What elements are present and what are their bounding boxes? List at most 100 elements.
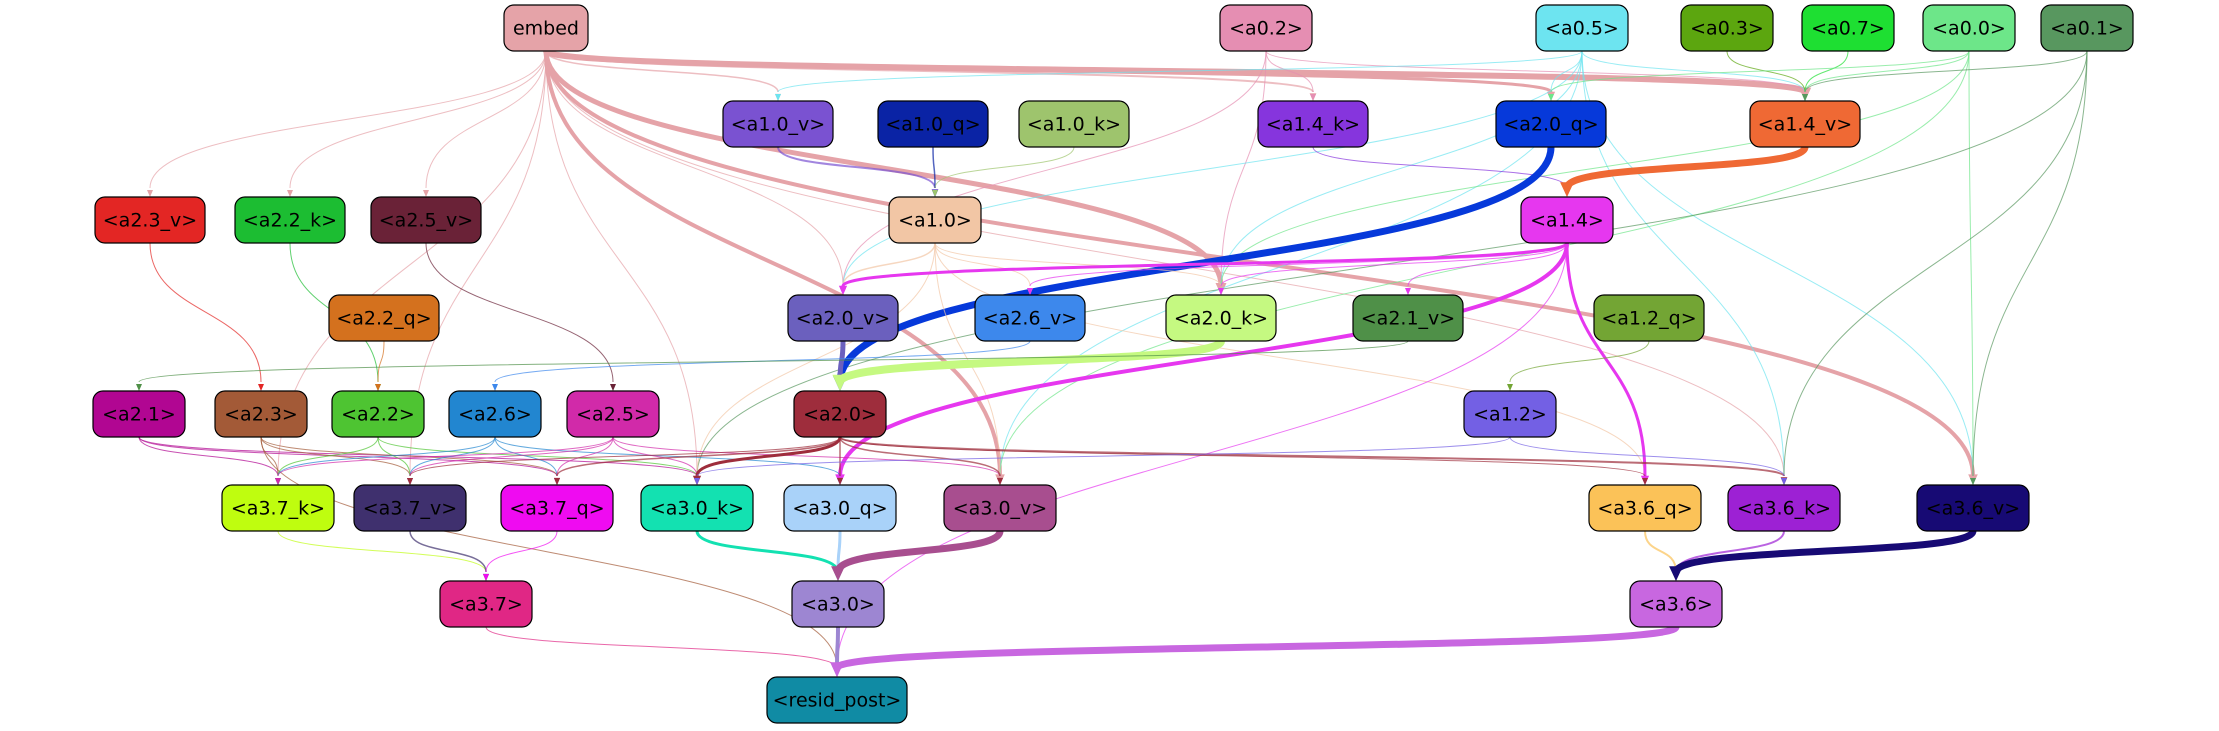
node-label: <a1.2> — [1473, 404, 1547, 426]
edge-a0-5-to-a2-0-v — [842, 50, 1583, 287]
node-a2-2-q[interactable]: <a2.2_q> — [328, 294, 440, 342]
node-a3-0-k[interactable]: <a3.0_k> — [640, 484, 754, 532]
arrowhead — [775, 94, 781, 101]
node-label: <a0.2> — [1229, 18, 1303, 40]
node-box — [787, 294, 899, 342]
node-box — [1801, 4, 1895, 52]
arrowhead — [1548, 94, 1554, 101]
node-a1-0-v[interactable]: <a1.0_v> — [722, 100, 834, 148]
arrowhead — [1027, 288, 1033, 295]
node-box — [448, 390, 542, 438]
edge-a2-5-to-a3-7-v — [409, 436, 614, 477]
node-a2-1-v[interactable]: <a2.1_v> — [1352, 294, 1464, 342]
arrowhead — [275, 478, 281, 485]
node-label: <a3.7_q> — [509, 498, 604, 520]
node-a2-5-v[interactable]: <a2.5_v> — [370, 196, 482, 244]
node-label: <a0.5> — [1545, 18, 1619, 40]
node-a1-2[interactable]: <a1.2> — [1463, 390, 1557, 438]
node-a0-7[interactable]: <a0.7> — [1801, 4, 1895, 52]
node-box — [1916, 484, 2030, 532]
node-label: <a2.2_k> — [243, 210, 337, 232]
edge-a2-5-to-a3-0-v — [612, 436, 1001, 477]
edge-a2-0-to-a3-6-k — [839, 436, 1785, 477]
node-a0-2[interactable]: <a0.2> — [1219, 4, 1313, 52]
graph-nodes: embed <a0.2> <a0.5> <a0.3> <a0.7> <a0.0> <a0.1… — [92, 4, 2134, 724]
node-a3-7-q[interactable]: <a3.7_q> — [500, 484, 614, 532]
node-label: <a1.0_v> — [731, 114, 825, 136]
arrowhead — [836, 477, 844, 485]
node-a0-0[interactable]: <a0.0> — [1922, 4, 2016, 52]
edge-a2-2-to-a3-7-v — [377, 436, 411, 477]
node-a2-5[interactable]: <a2.5> — [566, 390, 660, 438]
arrowhead — [1218, 288, 1224, 295]
node-label: <a2.2> — [341, 404, 415, 426]
edge-a3-0-to-resid-post — [835, 626, 840, 669]
arrowhead — [147, 190, 153, 197]
node-a3-0-q[interactable]: <a3.0_q> — [783, 484, 897, 532]
node-a3-7[interactable]: <a3.7> — [439, 580, 533, 628]
edge-a0-1-to-a1-4-v — [1804, 50, 2088, 93]
node-box — [1922, 4, 2016, 52]
edge-a0-1-to-a3-6-k — [1783, 50, 2088, 477]
node-a0-3[interactable]: <a0.3> — [1680, 4, 1774, 52]
node-a2-0-q[interactable]: <a2.0_q> — [1495, 100, 1607, 148]
node-box — [370, 196, 482, 244]
node-a2-0-k[interactable]: <a2.0_k> — [1165, 294, 1277, 342]
node-box — [1463, 390, 1557, 438]
node-a3-0[interactable]: <a3.0> — [791, 580, 885, 628]
node-a1-0-k[interactable]: <a1.0_k> — [1018, 100, 1130, 148]
node-a2-0-v[interactable]: <a2.0_v> — [787, 294, 899, 342]
node-a2-2-k[interactable]: <a2.2_k> — [234, 196, 346, 244]
arrowhead — [1781, 478, 1787, 485]
node-a3-7-v[interactable]: <a3.7_v> — [353, 484, 467, 532]
edge-embed-to-a2-0-k — [543, 50, 1224, 287]
node-box — [331, 390, 425, 438]
node-a2-1[interactable]: <a2.1> — [92, 390, 186, 438]
node-a2-3-v[interactable]: <a2.3_v> — [94, 196, 206, 244]
node-label: <a2.1_v> — [1361, 308, 1455, 330]
node-label: <a2.0_v> — [796, 308, 890, 330]
node-box — [500, 484, 614, 532]
node-label: <a3.6_k> — [1737, 498, 1831, 520]
node-a2-6[interactable]: <a2.6> — [448, 390, 542, 438]
node-resid-post[interactable]: <resid_post> — [766, 676, 908, 724]
node-a3-0-v[interactable]: <a3.0_v> — [943, 484, 1057, 532]
arrowhead — [610, 384, 616, 391]
node-a0-5[interactable]: <a0.5> — [1535, 4, 1629, 52]
arrowhead — [932, 190, 938, 197]
edge-a2-0-to-a3-7-v — [409, 436, 841, 477]
node-a1-0-q[interactable]: <a1.0_q> — [877, 100, 989, 148]
node-a1-2-q[interactable]: <a1.2_q> — [1593, 294, 1705, 342]
edge-a2-5-to-a3-0-k — [612, 436, 698, 477]
node-box — [1219, 4, 1313, 52]
node-a2-0[interactable]: <a2.0> — [793, 390, 887, 438]
node-box — [503, 4, 589, 52]
node-box — [791, 580, 885, 628]
node-box — [328, 294, 440, 342]
node-a2-2[interactable]: <a2.2> — [331, 390, 425, 438]
edge-a2-3-v-to-a2-3 — [149, 242, 262, 383]
arrowhead — [407, 478, 413, 485]
node-a2-3[interactable]: <a2.3> — [214, 390, 308, 438]
node-a3-6-k[interactable]: <a3.6_k> — [1727, 484, 1841, 532]
node-a3-6-v[interactable]: <a3.6_v> — [1916, 484, 2030, 532]
node-a1-4-k[interactable]: <a1.4_k> — [1257, 100, 1369, 148]
node-a0-1[interactable]: <a0.1> — [2040, 4, 2134, 52]
node-a3-6[interactable]: <a3.6> — [1629, 580, 1723, 628]
edge-a0-5-to-a2-0-k — [1220, 50, 1583, 287]
edge-a0-2-to-a2-0-k — [1220, 50, 1267, 287]
node-a1-4-v[interactable]: <a1.4_v> — [1749, 100, 1861, 148]
node-a2-6-v[interactable]: <a2.6_v> — [974, 294, 1086, 342]
arrowhead — [136, 384, 142, 391]
node-embed[interactable]: embed — [503, 4, 589, 52]
node-a1-4[interactable]: <a1.4> — [1520, 196, 1614, 244]
node-label: <a3.6> — [1639, 594, 1713, 616]
node-box — [566, 390, 660, 438]
node-a1-0[interactable]: <a1.0> — [888, 196, 982, 244]
node-a3-7-k[interactable]: <a3.7_k> — [221, 484, 335, 532]
edge-a1-4-to-a2-6-v — [1029, 242, 1568, 287]
node-label: <a1.4_v> — [1758, 114, 1852, 136]
arrowhead — [423, 190, 429, 197]
edge-a0-0-to-a3-0-v — [999, 50, 1970, 477]
node-a3-6-q[interactable]: <a3.6_q> — [1588, 484, 1702, 532]
